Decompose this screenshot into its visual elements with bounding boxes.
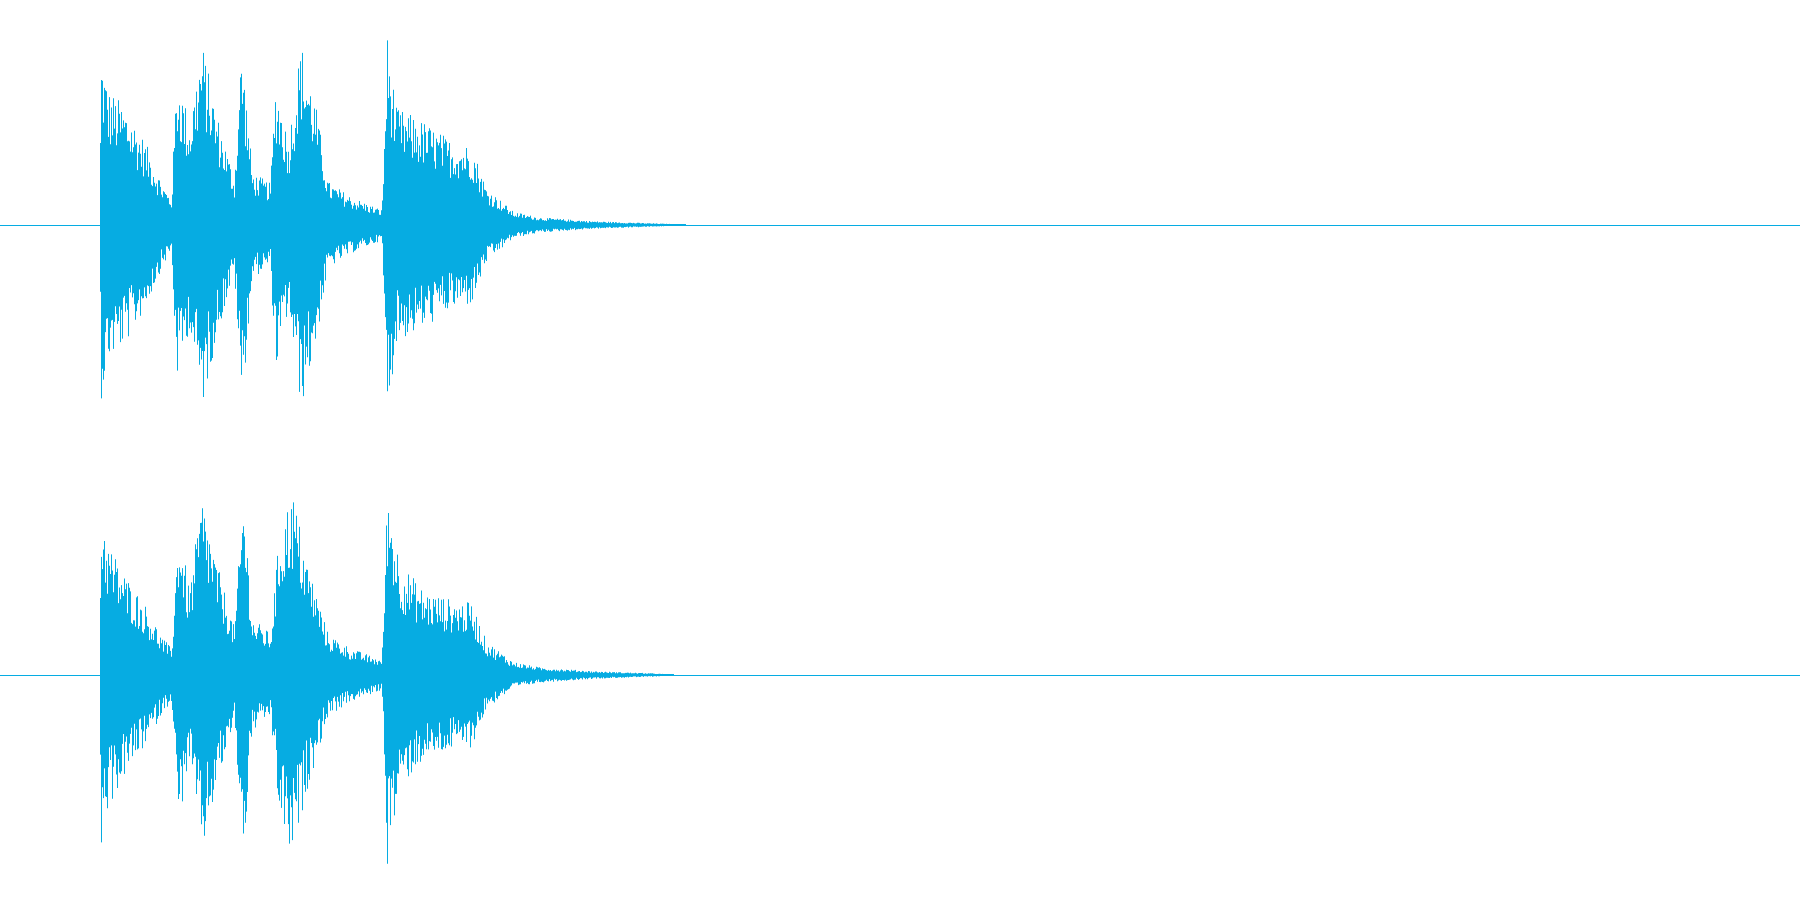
waveform-channel-left [0, 40, 1800, 399]
waveform-channel-right [0, 502, 1800, 864]
waveform-path [100, 502, 674, 864]
waveform-path [100, 40, 686, 399]
